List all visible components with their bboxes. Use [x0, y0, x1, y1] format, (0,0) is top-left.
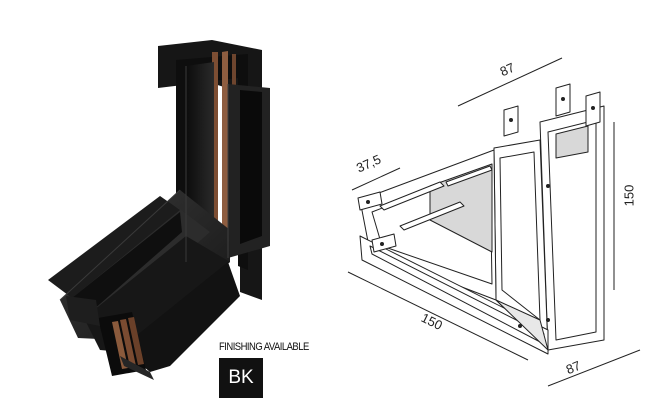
finish-badge-code: BK: [228, 367, 254, 388]
product-photo: [48, 40, 270, 380]
dimension-line-side: [351, 167, 401, 191]
dimension-line-top: [457, 57, 563, 107]
dimension-line-bottom: [547, 349, 641, 387]
finishing-available-label: FINISHING AVAILABLE: [219, 341, 309, 353]
dimension-height: 150: [621, 184, 637, 207]
dimension-line-length: [347, 271, 529, 361]
corner-profile-outline: [357, 83, 605, 355]
finish-badge-bk: BK: [219, 358, 263, 398]
